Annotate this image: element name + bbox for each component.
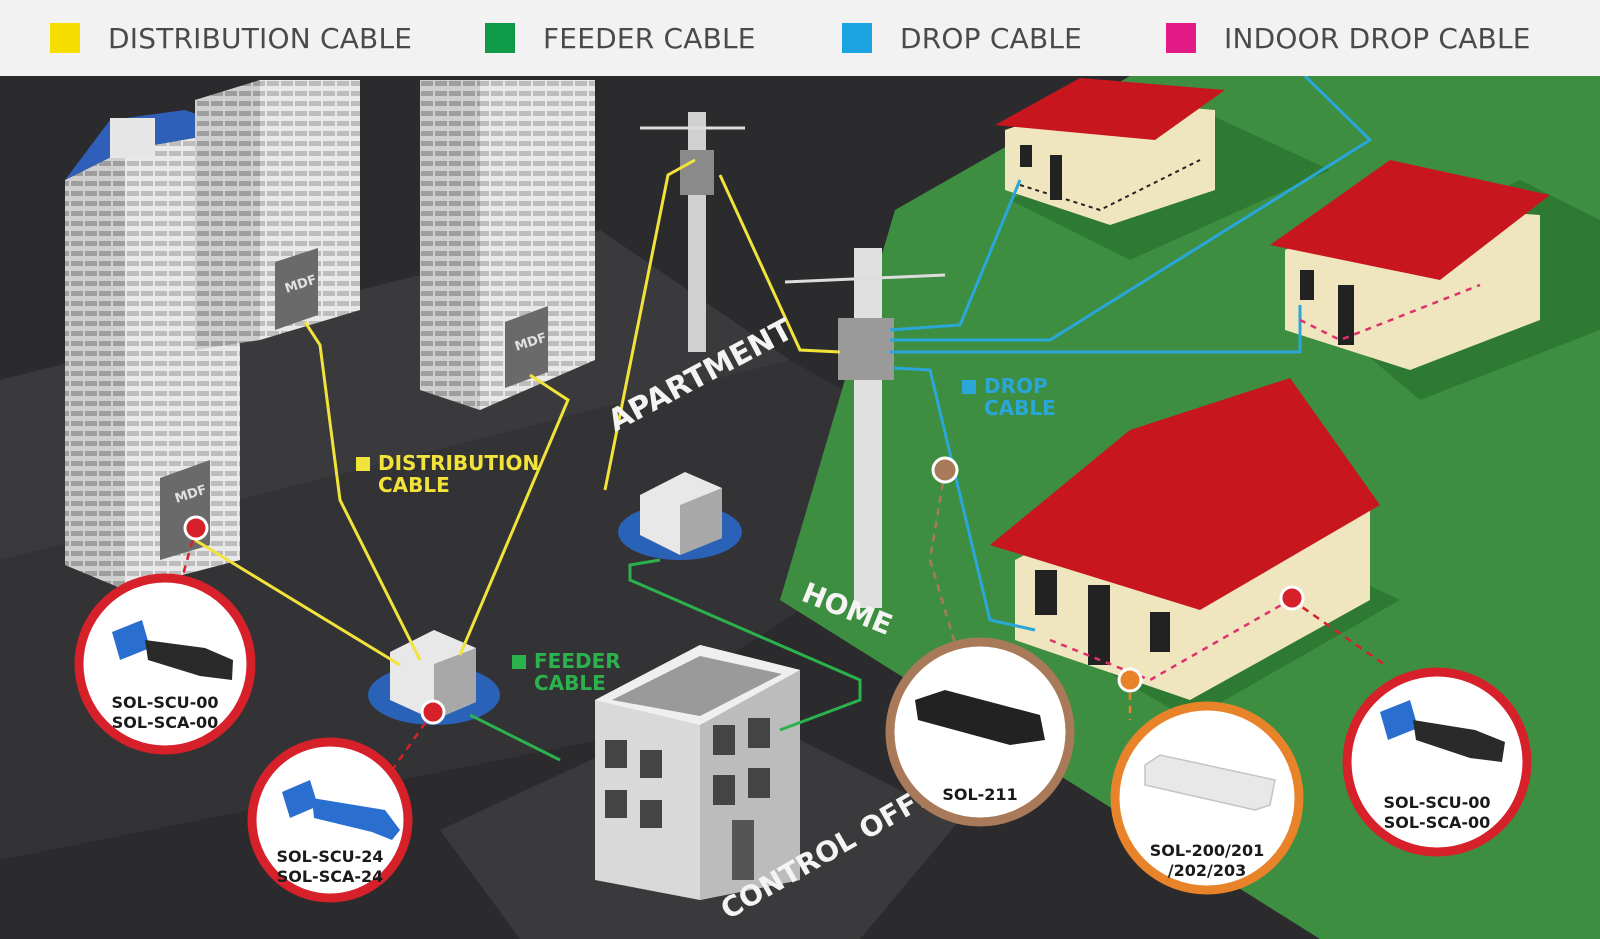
blue-swatch-icon	[842, 23, 872, 53]
drop-label-line1: DROP	[984, 374, 1048, 398]
house-right	[1270, 160, 1550, 370]
distribution-cable	[194, 158, 841, 667]
connector-callout-5: SOL-SCU-00 SOL-SCA-00	[1342, 667, 1532, 857]
feeder-label-swatch	[512, 655, 526, 669]
apartment-tower-left	[65, 110, 240, 590]
drop-label-swatch	[962, 380, 976, 394]
legend-item-feeder: FEEDER CABLE	[485, 0, 756, 76]
distribution-hub	[618, 472, 742, 560]
connector-callout-1: SOL-SCU-00 SOL-SCA-00	[74, 573, 256, 755]
marker-dot	[1117, 667, 1143, 693]
control-office-building	[595, 645, 800, 900]
distribution-hub	[368, 630, 500, 725]
house-top	[995, 78, 1225, 225]
blue-sc-connector-icon	[112, 620, 233, 680]
legend-item-indoor: INDOOR DROP CABLE	[1166, 0, 1531, 76]
connector-code: SOL-SCU-00	[1383, 793, 1490, 812]
utility-pole-apartment	[640, 112, 745, 352]
legend-label: FEEDER CABLE	[543, 21, 756, 55]
drop-label-line2: CABLE	[984, 396, 1056, 420]
connector-callout-4: SOL-200/201 /202/203	[1110, 701, 1304, 895]
mdf-box: MDF	[505, 306, 549, 388]
legend-label: DROP CABLE	[900, 21, 1083, 55]
house-front	[990, 378, 1380, 700]
distribution-label-swatch	[356, 457, 370, 471]
legend-label: INDOOR DROP CABLE	[1224, 21, 1531, 55]
distribution-label-line1: DISTRIBUTION	[378, 451, 539, 475]
connector-code: SOL-SCA-00	[112, 713, 219, 732]
white-splice-closure-icon	[1144, 754, 1276, 811]
connector-code: SOL-200/201	[1150, 841, 1265, 860]
legend-label: DISTRIBUTION CABLE	[108, 21, 413, 55]
marker-dot	[1279, 585, 1305, 611]
connector-code: SOL-SCA-00	[1384, 813, 1491, 832]
distribution-label-line2: CABLE	[378, 473, 450, 497]
feeder-label-line2: CABLE	[534, 671, 606, 695]
connector-callout-3: SOL-211	[885, 637, 1075, 827]
blue-sc-connector-boot-icon	[282, 780, 400, 840]
magenta-swatch-icon	[1166, 23, 1196, 53]
connector-code: /202/203	[1168, 861, 1246, 880]
marker-dot	[420, 699, 446, 725]
utility-pole-home	[784, 248, 946, 608]
cable-legend: DISTRIBUTION CABLE FEEDER CABLE DROP CAB…	[0, 0, 1600, 76]
indoor-drop-cable	[1049, 283, 1481, 682]
connector-code: SOL-SCU-24	[276, 847, 383, 866]
connector-code: SOL-211	[942, 785, 1017, 804]
legend-item-drop: DROP CABLE	[842, 0, 1082, 76]
marker-dot	[183, 515, 209, 541]
scene-illustration: MDF MDF MDF	[0, 76, 1600, 939]
feeder-label-line1: FEEDER	[534, 649, 621, 673]
house-wiring	[1019, 159, 1201, 212]
mdf-box: MDF	[275, 248, 319, 330]
green-swatch-icon	[485, 23, 515, 53]
connector-code: SOL-SCU-00	[111, 693, 218, 712]
legend-item-distribution: DISTRIBUTION CABLE	[50, 0, 412, 76]
marker-dot	[931, 456, 959, 484]
black-adapter-icon	[915, 690, 1045, 745]
connector-callout-2: SOL-SCU-24 SOL-SCA-24	[247, 737, 413, 903]
feeder-cable	[469, 558, 862, 762]
connector-code: SOL-SCA-24	[277, 867, 384, 886]
yellow-swatch-icon	[50, 23, 80, 53]
blue-sc-connector-icon	[1380, 700, 1505, 762]
